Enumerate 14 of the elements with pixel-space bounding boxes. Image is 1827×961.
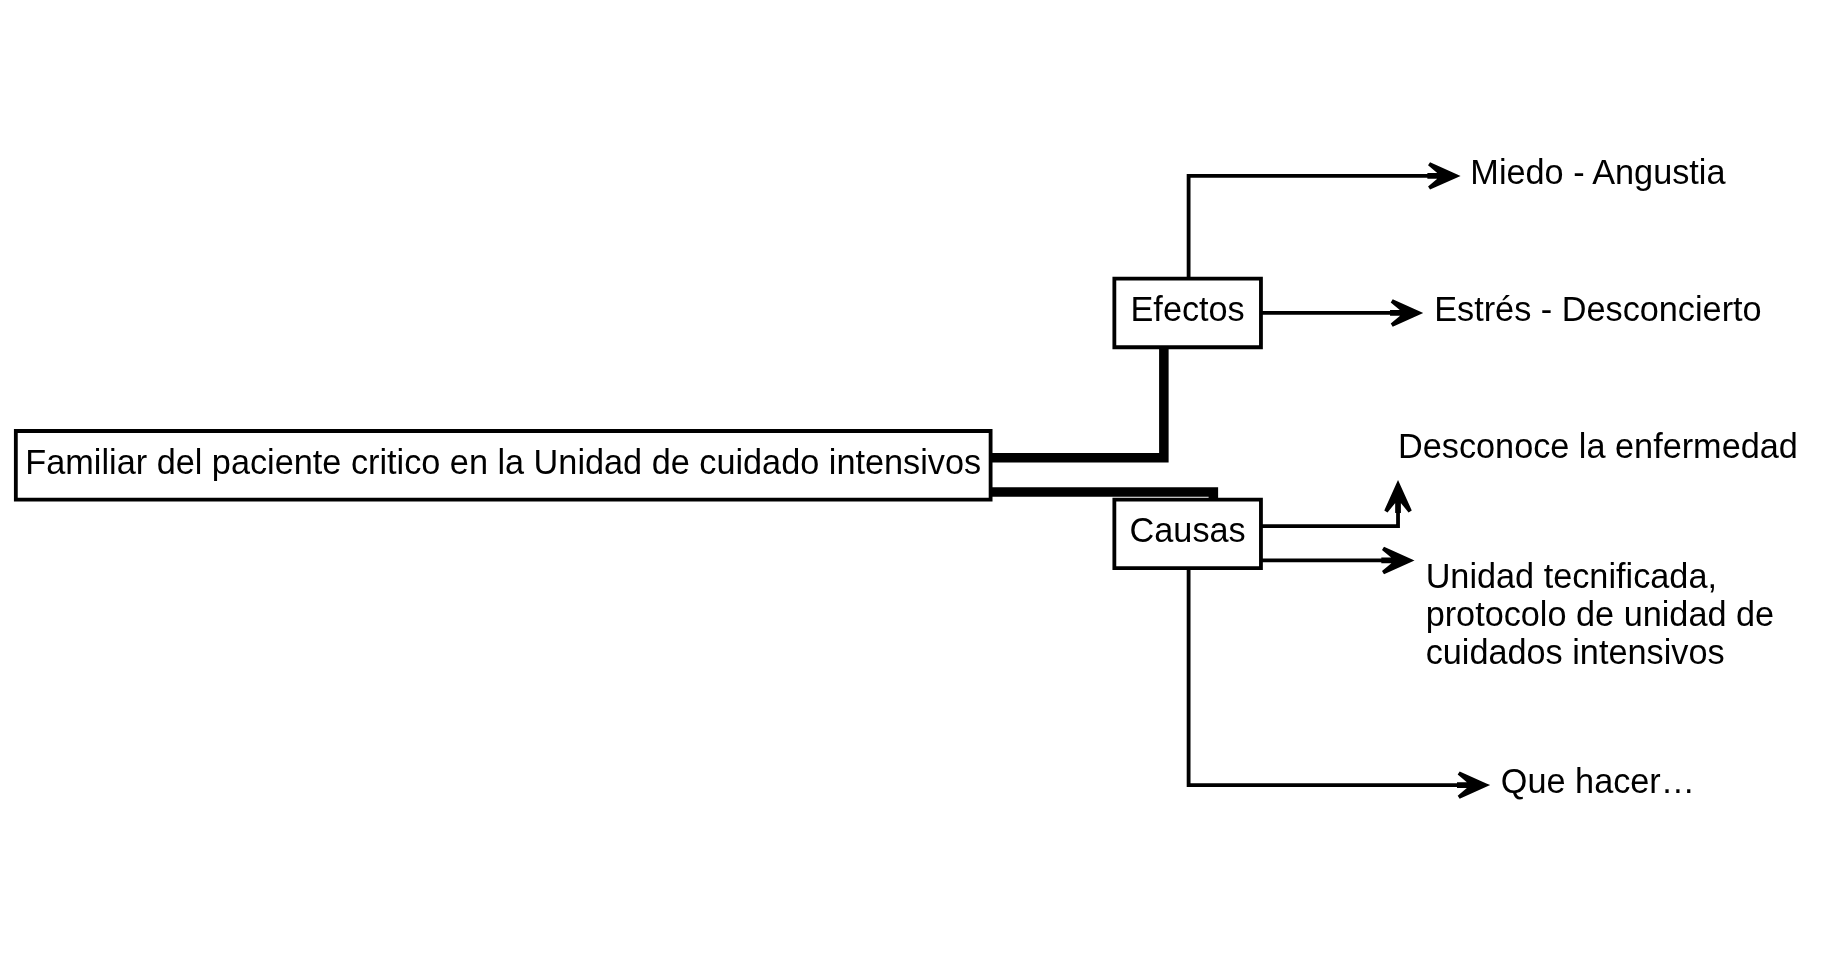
arrow — [1261, 482, 1412, 529]
arrow — [1186, 568, 1488, 799]
node-text: Unidad tecnificada, protocolo de unidad de cuidados intensivos — [1425, 556, 1775, 672]
node-box: Familiar del paciente critico en la Unidad de cuidado intensivos — [13, 429, 993, 502]
arrow — [1261, 546, 1412, 575]
arrow — [1186, 162, 1458, 279]
node-text: Que hacer… — [1500, 762, 1696, 801]
node-box: Efectos — [1112, 276, 1263, 350]
node-box: Causas — [1112, 497, 1263, 570]
node-text: Desconoce la enfermedad — [1398, 427, 1798, 466]
connector — [991, 347, 1169, 463]
arrow — [1261, 299, 1421, 327]
node-text: Estrés - Desconcierto — [1434, 290, 1762, 329]
node-text: Miedo - Angustia — [1470, 153, 1726, 192]
